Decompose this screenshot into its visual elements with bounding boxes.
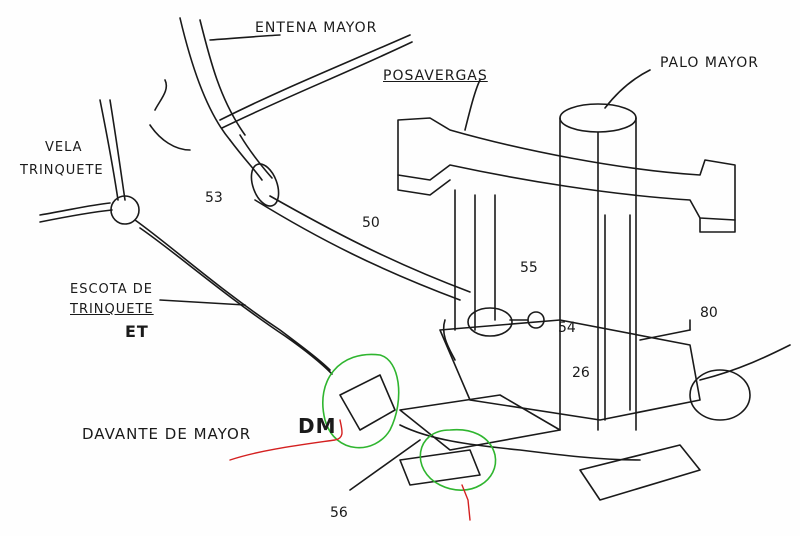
leader-palo [604, 69, 651, 109]
entena-yard [179, 17, 246, 141]
label-davante-code: DM [298, 414, 337, 438]
post-right [604, 214, 631, 421]
number-53: 53 [205, 190, 223, 206]
number-56: 56 [330, 505, 348, 521]
base-beam-low [399, 449, 481, 486]
leader-et [159, 299, 246, 306]
label-vela-2: TRINQUETE [20, 163, 104, 178]
hook-55 [442, 319, 456, 361]
base-left-block [339, 374, 396, 431]
number-54: 54 [558, 320, 576, 336]
yard-rope-upper [219, 34, 413, 129]
red-stroke-left [229, 419, 343, 461]
sheave-54 [527, 311, 545, 329]
number-26: 26 [572, 365, 590, 381]
bundle-right [689, 369, 751, 421]
label-entena-mayor: ENTENA MAYOR [255, 20, 378, 36]
base-beam-right [579, 444, 701, 501]
block-upper [250, 163, 280, 207]
rope-left-upper [149, 79, 191, 151]
palo-mayor-top [559, 103, 637, 133]
label-escota-code: ET [125, 322, 149, 341]
label-vela-1: VELA [45, 140, 83, 155]
number-80: 80 [700, 305, 718, 321]
vela-rope-vertical [99, 99, 126, 201]
rope-yard-to-block [229, 134, 273, 181]
label-posavergas: POSAVERGAS [383, 68, 488, 84]
palo-mayor-body [559, 117, 637, 431]
label-escota-1: ESCOTA DE [70, 282, 153, 297]
block-55 [467, 307, 513, 337]
rope-56 [399, 424, 641, 461]
leader-56 [349, 439, 421, 491]
red-stroke-center [461, 484, 471, 521]
number-50: 50 [362, 215, 380, 231]
vela-rope-horizontal [39, 202, 113, 223]
leader-entena [209, 34, 281, 41]
green-circle-center [419, 428, 497, 491]
post-left [454, 189, 496, 331]
number-55: 55 [520, 260, 538, 276]
rope-right [699, 344, 791, 381]
posavergas-beam [397, 117, 736, 221]
pin-80 [639, 329, 691, 341]
green-circle-left [322, 353, 400, 449]
vela-knot [110, 195, 140, 225]
leader-posavergas [464, 79, 481, 131]
escota-rope [134, 219, 333, 375]
label-escota-2: TRINQUETE [70, 302, 154, 317]
label-palo-mayor: PALO MAYOR [660, 55, 759, 71]
rope-50 [254, 195, 471, 301]
label-davante: DAVANTE DE MAYOR [82, 425, 252, 443]
